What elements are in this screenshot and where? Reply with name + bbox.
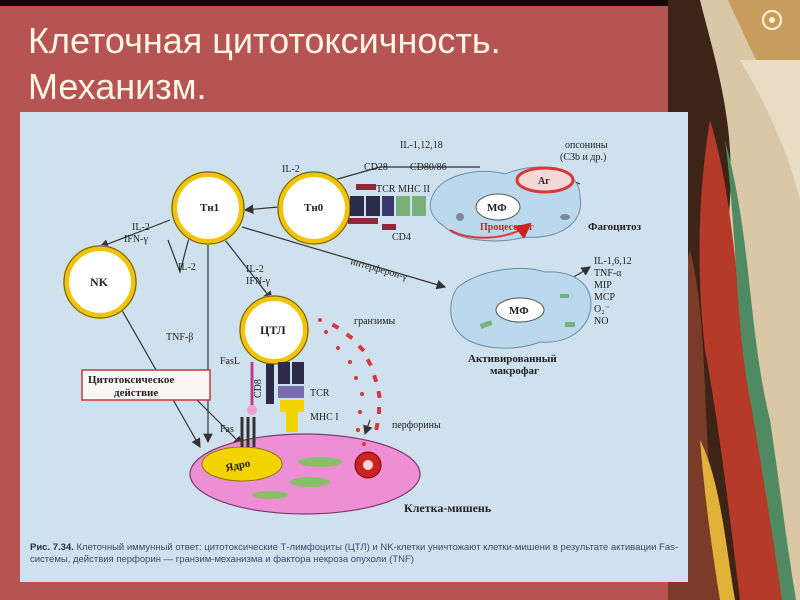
nk-label: NK [90, 275, 109, 289]
cytotoxic-label-1: Цитотоксическое [88, 374, 174, 386]
slide-title: Клеточная цитотоксичность. Механизм. [28, 18, 668, 110]
label-perforins: перфорины [392, 420, 441, 431]
th1-cell [171, 171, 245, 245]
tcr-mhc2-complex [348, 184, 426, 230]
label-activated-2: макрофаг [490, 365, 539, 377]
cytokine-item: NO [594, 316, 608, 327]
label-mhc-i: MHC I [310, 412, 339, 423]
mf-top-label: МФ [487, 202, 507, 214]
label-il-1-12-18: IL-1,12,18 [400, 140, 443, 151]
cytotoxic-label-2: действие [114, 387, 158, 399]
label-cd8: CD8 [253, 379, 264, 398]
label-cd4: CD4 [392, 232, 411, 243]
label-tcr-top: TCR [376, 184, 396, 195]
cytokine-item: TNF-α [594, 268, 622, 279]
th0-cell [277, 171, 351, 245]
label-granzymes: гранзимы [354, 316, 396, 327]
label-opsonins-2: (C3b и др.) [560, 152, 606, 163]
granzyme-stream [318, 318, 382, 446]
ctl-cell [239, 295, 309, 365]
label-target-cell: Клетка-мишень [404, 501, 492, 515]
macrophage-top [429, 166, 582, 242]
label-il2-nk-2: IFN-γ [124, 234, 148, 245]
label-activated-1: Активированный [468, 353, 557, 365]
label-cd28: CD28 [364, 162, 388, 173]
label-opsonins-1: опсонины [565, 140, 608, 151]
caption-text: Клеточный иммунный ответ: цитотоксически… [30, 542, 679, 565]
label-tnf-beta: TNF-β [166, 332, 193, 343]
label-il2-nk-1: IL-2 [132, 222, 150, 233]
caption-number: Рис. 7.34. [30, 542, 74, 553]
nucleus-label: Ядро [224, 457, 252, 474]
label-cd80-86: CD80/86 [410, 162, 447, 173]
cytokine-item: IL-1,6,12 [594, 256, 632, 267]
label-fasl: FasL [220, 356, 240, 367]
nk-cell [63, 245, 137, 319]
ctl-label: ЦТЛ [260, 323, 286, 337]
label-phagocytosis: Фагоцитоз [588, 221, 642, 233]
ctl-receptors [240, 362, 304, 447]
cytokine-item: MIP [594, 280, 612, 291]
mf-activated-label: МФ [509, 305, 529, 317]
label-fas: Fas [220, 424, 234, 435]
label-processing: Процессинг [480, 222, 534, 233]
th0-label: Tн0 [304, 202, 324, 214]
cytokine-item: MCP [594, 292, 616, 303]
label-il2-ctl-2: IFN-γ [246, 276, 270, 287]
target-cell [189, 433, 421, 515]
label-mhc-ii: MHC II [398, 184, 430, 195]
immune-response-diagram: Tн1 Tн0 NK ЦТЛ [20, 112, 688, 542]
cytokine-item: O₂⁻ [594, 304, 610, 315]
th1-label: Tн1 [200, 202, 219, 214]
figure-caption: Рис. 7.34. Клеточный иммунный ответ: цит… [30, 542, 680, 566]
activated-macrophage [450, 267, 592, 349]
label-il2-mid: IL-2 [178, 262, 196, 273]
slide-title-line2: Механизм. [28, 66, 207, 107]
antigen-label: Аг [538, 176, 550, 187]
label-tcr-bottom: TCR [310, 388, 330, 399]
figure-panel: Tн1 Tн0 NK ЦТЛ [20, 112, 688, 582]
cytotoxic-action-box: Цитотоксическое действие [81, 369, 211, 401]
label-il2-ctl-1: IL-2 [246, 264, 264, 275]
label-il2-top: IL-2 [282, 164, 300, 175]
slide-title-line1: Клеточная цитотоксичность. [28, 20, 501, 61]
